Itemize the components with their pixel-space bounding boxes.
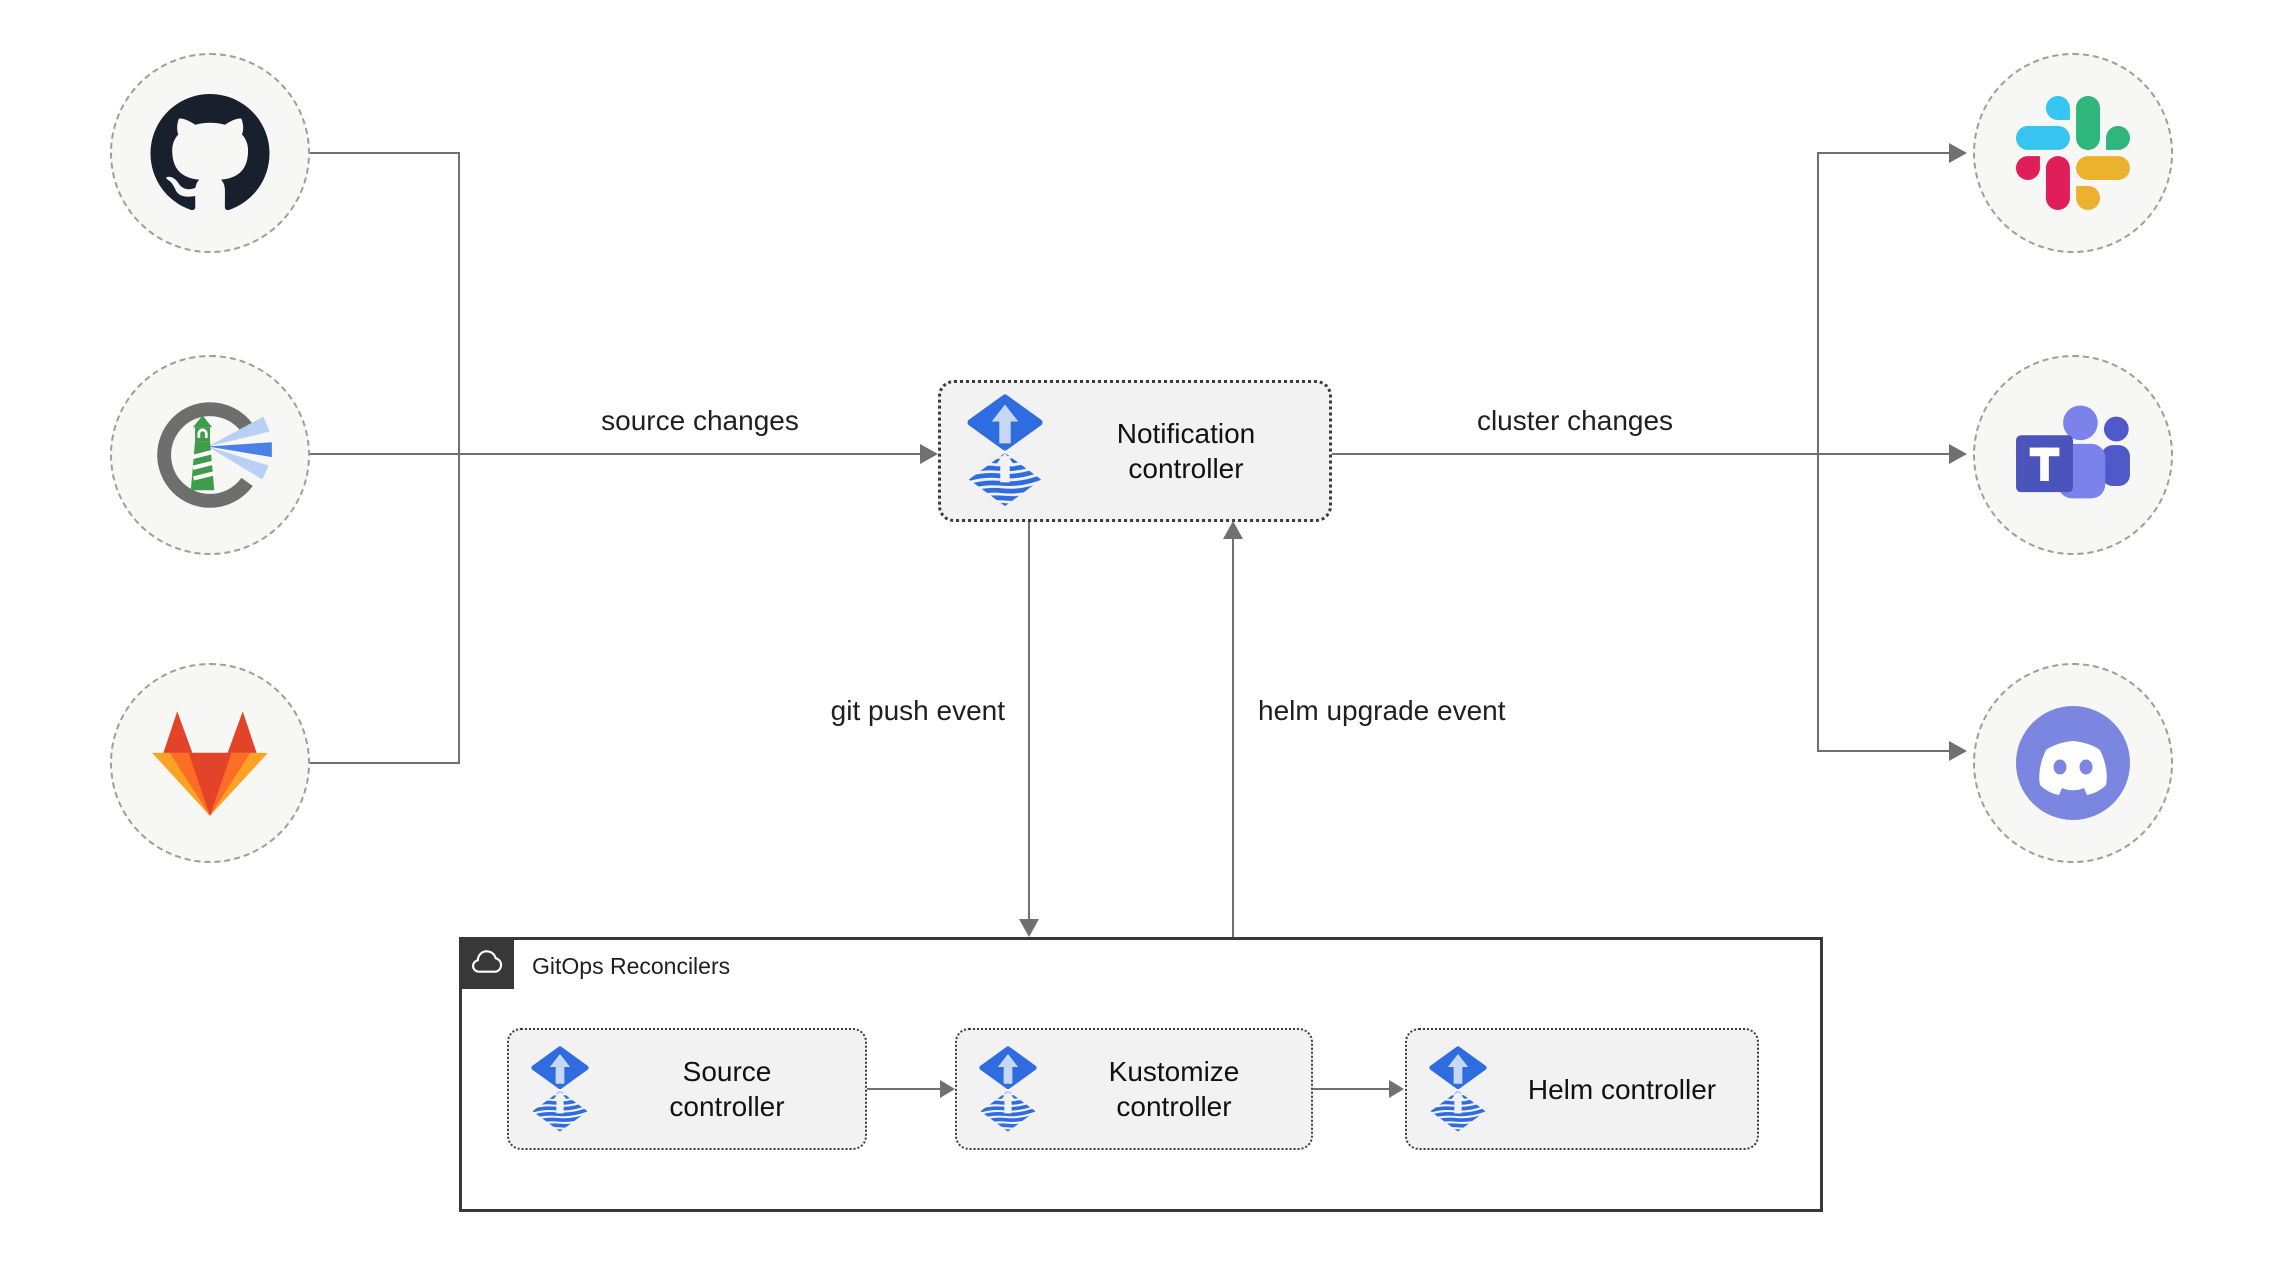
edge-label-git-push-event: git push event [830, 695, 1005, 726]
kustomize-controller-box: Kustomize controller [955, 1028, 1313, 1150]
source-controller-box: Source controller [507, 1028, 867, 1150]
gitlab-icon [152, 711, 268, 816]
edge-git-push-line [1028, 522, 1030, 920]
edge-label-source-changes: source changes [601, 405, 799, 436]
edge-slack-line [1817, 152, 1949, 154]
helm-controller-label: Helm controller [1527, 1073, 1717, 1105]
notification-controller-label: Notification controller [1116, 418, 1256, 484]
flux-icon [967, 394, 1043, 508]
slack-icon [2016, 96, 2130, 210]
edge-helm-upgrade-arrowhead [1223, 521, 1243, 539]
edge-label-cluster-changes: cluster changes [1476, 405, 1674, 436]
helm-controller-box: Helm controller [1405, 1028, 1759, 1150]
gitops-reconcilers-title: GitOps Reconcilers [532, 953, 731, 979]
harbor-icon [157, 402, 272, 508]
discord-icon [2016, 706, 2130, 820]
edge-kustomize-to-helm-line [1313, 1088, 1391, 1090]
target-node-slack [1973, 53, 2173, 253]
flux-icon [531, 1046, 589, 1133]
edge-kustomize-to-helm-arrowhead [1389, 1080, 1404, 1098]
teams-icon [2016, 405, 2130, 499]
cloud-badge [459, 937, 514, 989]
flux-icon [979, 1046, 1037, 1133]
edge-helm-upgrade-line [1232, 539, 1234, 937]
edge-teams-arrowhead [1949, 444, 1967, 464]
edge-source-to-kustomize-line [867, 1088, 942, 1090]
edge-slack-arrowhead [1949, 143, 1967, 163]
edge-cluster-changes-line [1332, 453, 1949, 455]
edge-source-to-kustomize-arrowhead [940, 1080, 955, 1098]
edge-gitlab-line [310, 762, 460, 764]
notification-controller-box: Notification controller [938, 380, 1332, 522]
edge-sources-junction-line [458, 152, 460, 764]
edge-label-helm-upgrade-event: helm upgrade event [1258, 695, 1506, 726]
edge-source-changes-line [310, 453, 920, 455]
github-icon [150, 93, 270, 210]
edge-github-line [310, 152, 460, 154]
edge-git-push-arrowhead [1019, 919, 1039, 937]
kustomize-controller-label: Kustomize controller [1108, 1056, 1240, 1122]
edge-source-changes-arrowhead [920, 444, 938, 464]
source-node-gitlab [110, 663, 310, 863]
source-node-harbor [110, 355, 310, 555]
source-node-github [110, 53, 310, 253]
cloud-icon [471, 949, 502, 973]
target-node-discord [1973, 663, 2173, 863]
flux-icon [1429, 1046, 1487, 1133]
edge-discord-line [1817, 750, 1949, 752]
edge-discord-arrowhead [1949, 741, 1967, 761]
target-node-teams [1973, 355, 2173, 555]
edge-targets-junction-line [1817, 152, 1819, 752]
source-controller-label: Source controller [669, 1056, 785, 1122]
